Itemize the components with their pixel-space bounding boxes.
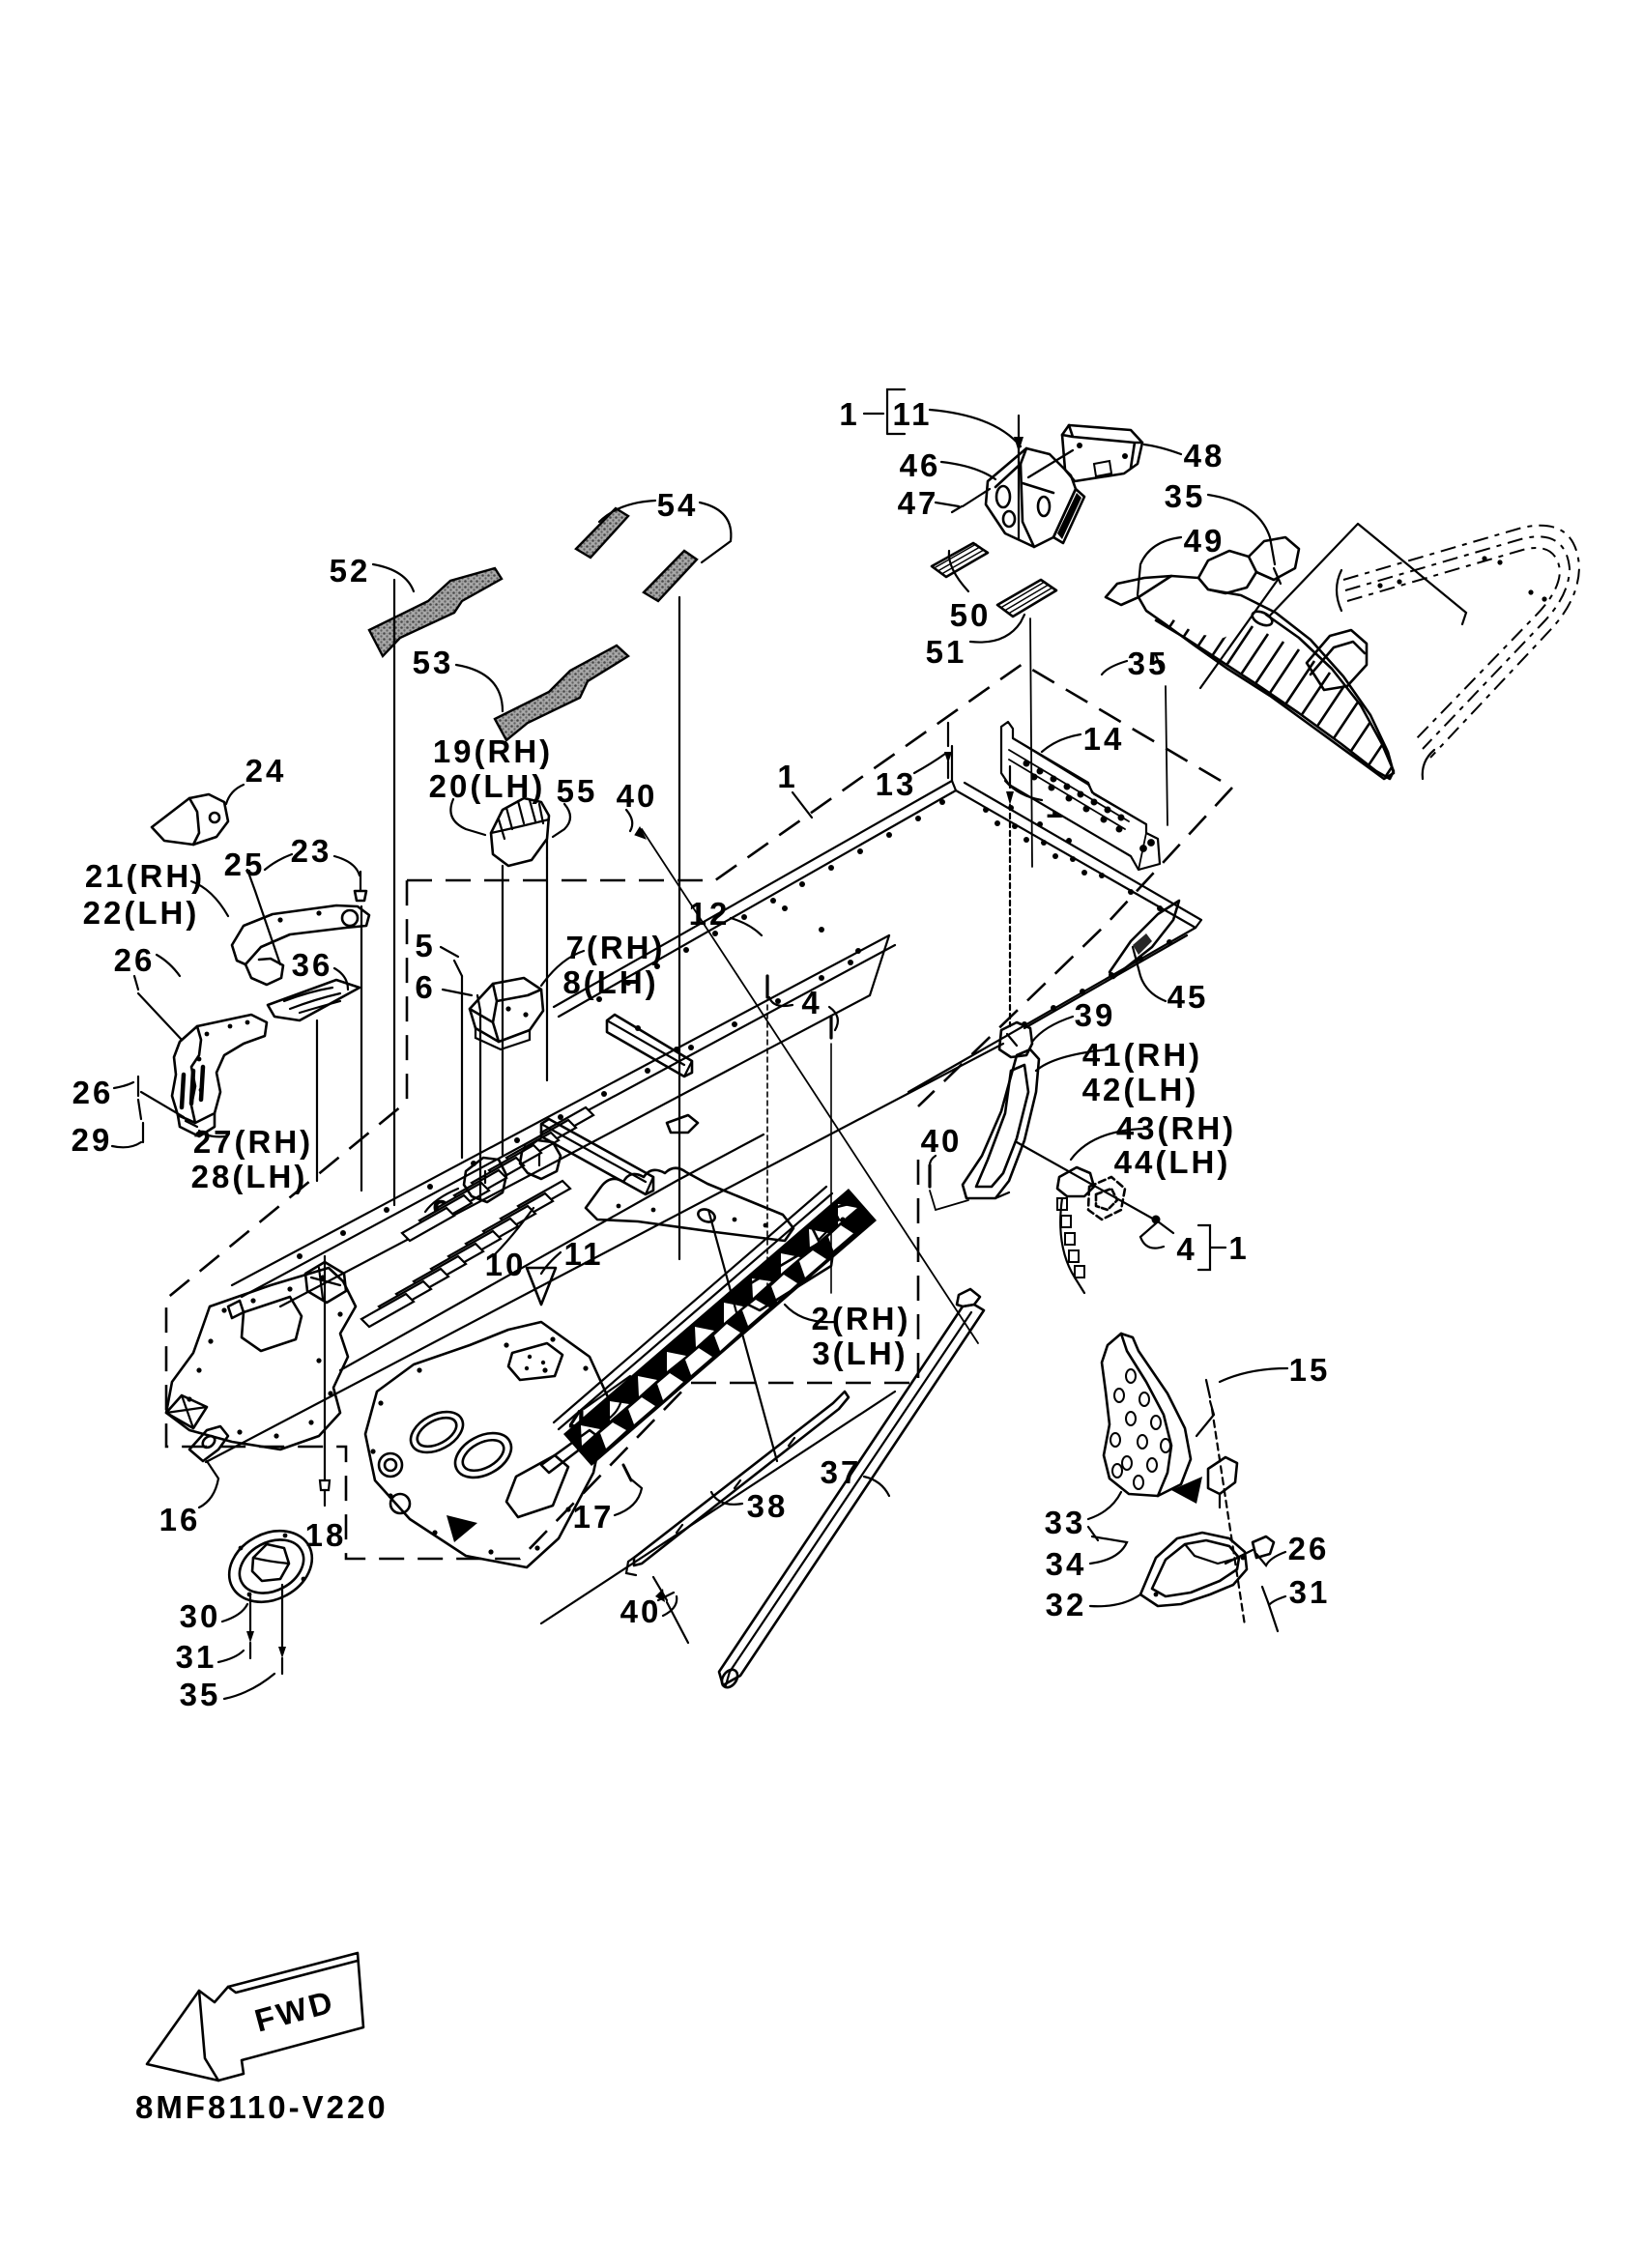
svg-text:22(LH): 22(LH) xyxy=(83,895,200,931)
svg-text:13: 13 xyxy=(876,766,917,802)
svg-text:23: 23 xyxy=(291,833,332,869)
svg-text:36: 36 xyxy=(292,947,333,983)
svg-text:30: 30 xyxy=(180,1598,221,1634)
svg-text:1: 1 xyxy=(839,396,859,432)
svg-text:25: 25 xyxy=(224,847,266,882)
svg-text:45: 45 xyxy=(1167,979,1209,1015)
svg-text:18: 18 xyxy=(305,1517,347,1553)
svg-text:55: 55 xyxy=(557,773,598,809)
svg-text:19(RH): 19(RH) xyxy=(433,733,553,769)
svg-text:24: 24 xyxy=(245,753,287,789)
svg-text:42(LH): 42(LH) xyxy=(1082,1072,1199,1107)
svg-text:28(LH): 28(LH) xyxy=(191,1159,308,1194)
svg-text:41(RH): 41(RH) xyxy=(1082,1037,1202,1073)
svg-text:10: 10 xyxy=(485,1247,527,1282)
svg-text:40: 40 xyxy=(620,1593,662,1629)
svg-text:5: 5 xyxy=(415,928,435,963)
svg-text:51: 51 xyxy=(926,634,967,670)
svg-text:54: 54 xyxy=(657,487,699,523)
svg-text:33: 33 xyxy=(1045,1505,1086,1540)
svg-text:48: 48 xyxy=(1184,438,1225,474)
svg-text:40: 40 xyxy=(921,1123,963,1159)
svg-text:50: 50 xyxy=(950,597,992,633)
svg-text:34: 34 xyxy=(1046,1546,1087,1582)
svg-text:49: 49 xyxy=(1184,523,1225,559)
svg-text:26: 26 xyxy=(72,1075,114,1110)
svg-text:35: 35 xyxy=(1128,646,1169,681)
svg-text:52: 52 xyxy=(330,553,371,589)
svg-text:16: 16 xyxy=(159,1502,201,1537)
svg-text:40: 40 xyxy=(617,778,658,814)
svg-text:1: 1 xyxy=(1228,1230,1249,1266)
svg-text:46: 46 xyxy=(900,447,941,483)
svg-text:47: 47 xyxy=(898,485,939,521)
svg-text:35: 35 xyxy=(180,1677,221,1712)
svg-text:1: 1 xyxy=(777,759,797,794)
svg-text:8MF8110-V220: 8MF8110-V220 xyxy=(135,2089,389,2125)
svg-text:43(RH): 43(RH) xyxy=(1116,1110,1236,1146)
svg-text:26: 26 xyxy=(114,942,156,978)
svg-text:32: 32 xyxy=(1046,1587,1087,1622)
svg-text:2(RH): 2(RH) xyxy=(812,1301,911,1336)
svg-text:6: 6 xyxy=(415,969,435,1005)
svg-text:44(LH): 44(LH) xyxy=(1114,1144,1231,1180)
svg-text:14: 14 xyxy=(1083,721,1125,757)
svg-text:11: 11 xyxy=(893,396,933,432)
svg-text:31: 31 xyxy=(1289,1574,1331,1610)
svg-text:15: 15 xyxy=(1289,1352,1331,1388)
svg-text:3(LH): 3(LH) xyxy=(812,1335,908,1371)
svg-text:39: 39 xyxy=(1075,997,1116,1033)
svg-text:7(RH): 7(RH) xyxy=(566,930,666,965)
svg-text:26: 26 xyxy=(1288,1531,1330,1566)
svg-text:27(RH): 27(RH) xyxy=(193,1124,313,1160)
svg-text:53: 53 xyxy=(413,645,454,680)
svg-text:29: 29 xyxy=(72,1122,113,1158)
svg-text:21(RH): 21(RH) xyxy=(85,858,205,894)
svg-text:17: 17 xyxy=(573,1499,615,1535)
svg-text:4: 4 xyxy=(1176,1231,1196,1267)
svg-text:31: 31 xyxy=(176,1639,217,1675)
svg-text:35: 35 xyxy=(1165,478,1206,514)
svg-text:38: 38 xyxy=(747,1488,789,1524)
